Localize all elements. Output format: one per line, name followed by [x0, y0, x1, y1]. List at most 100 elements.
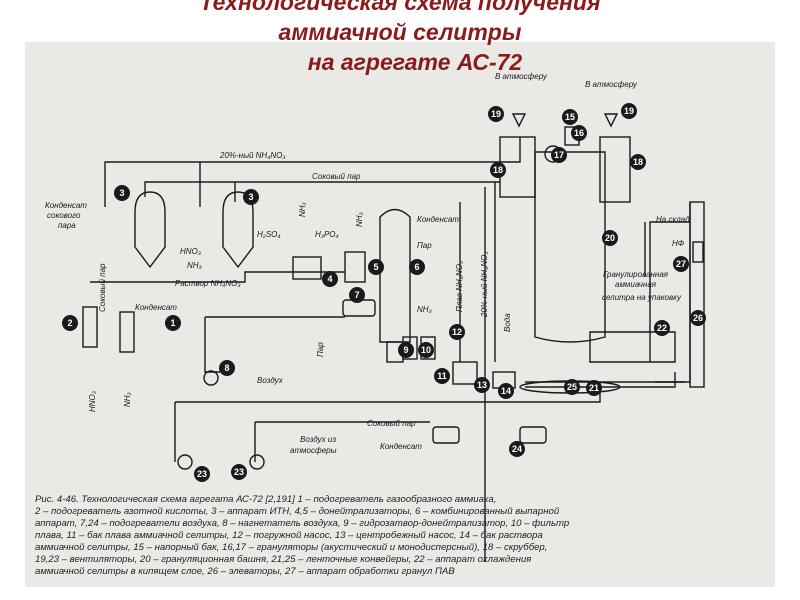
fan-23b	[249, 454, 265, 470]
badge-number: 23	[197, 469, 207, 479]
badge-number: 17	[554, 150, 564, 160]
badge-number: 2	[67, 318, 72, 328]
label-condensate-low: Конденсат	[380, 442, 422, 451]
badge-number: 18	[633, 157, 643, 167]
badge-3a	[114, 185, 130, 201]
label-nf: НФ	[672, 239, 685, 248]
equipment	[82, 113, 705, 470]
label-granulated-1: Гранулированная	[603, 270, 669, 279]
badge-11	[434, 368, 450, 384]
label-to-storage: На склад	[656, 215, 690, 224]
label-solution: Раствор NH₄NO₃	[175, 279, 241, 288]
process-diagram-panel: 1 2 3 3 4 5 6 7 8 9 10 11 12 13 14 15 16…	[25, 42, 775, 587]
itn-apparatus-3a	[134, 191, 166, 269]
badge-number: 14	[501, 386, 511, 396]
badge-number: 22	[657, 323, 667, 333]
equipment-badges	[62, 103, 706, 482]
caption-line-4: плава, 11 – бак плава аммиачной селитры,…	[35, 530, 543, 541]
label-nh3: NH₃	[187, 261, 202, 270]
label-air-from-1: Воздух из	[300, 435, 336, 444]
caption-line-7: аммиачной селитры в кипящем слое, 26 – э…	[35, 566, 455, 577]
label-nitrate-20-vert: 20%-ный NH₄NO₃	[480, 251, 489, 318]
badge-26	[690, 310, 706, 326]
badge-25	[564, 379, 580, 395]
label-air: Воздух	[257, 376, 284, 385]
badge-20	[602, 230, 618, 246]
label-juice-steam: Соковый пар	[312, 172, 361, 181]
label-h2so4: H₂SO₄	[257, 230, 281, 239]
badge-number: 19	[624, 106, 634, 116]
label-condensate-juice-3: пара	[58, 221, 76, 230]
badge-number: 13	[477, 380, 487, 390]
label-air-from-2: атмосферы	[290, 446, 337, 455]
caption-line-2: 2 – подогреватель азотной кислоты, 3 – а…	[34, 506, 560, 517]
badge-number: 25	[567, 382, 577, 392]
badge-14	[498, 383, 514, 399]
title-line-2: аммиачной селитры	[278, 19, 522, 45]
label-nitrate-20: 20%-ный NH₄NO₃	[219, 151, 286, 160]
badge-number: 27	[676, 259, 686, 269]
badge-19a	[488, 106, 504, 122]
caption-line-6: 19,23 – вентиляторы, 20 – грануляционная…	[35, 554, 531, 565]
label-granulated-2: аммиачная	[615, 280, 657, 289]
label-hno3: HNO₃	[180, 247, 201, 256]
badge-number: 8	[224, 363, 229, 373]
badge-number: 20	[605, 233, 615, 243]
label-nh3-bottom: NH₃	[123, 392, 132, 407]
air-blower-8	[203, 370, 219, 386]
fan-19b	[603, 113, 619, 128]
label-condensate-mid: Конденсат	[417, 215, 459, 224]
badge-2	[62, 315, 78, 331]
label-to-atmosphere-2: В атмосферу	[585, 80, 638, 89]
caption-line-3: аппарат, 7,24 – подогреватели воздуха, 8…	[35, 518, 570, 529]
badge-5	[368, 259, 384, 275]
label-nh3-mid: NH₃	[417, 305, 432, 314]
badge-12	[449, 324, 465, 340]
badge-18a	[490, 162, 506, 178]
badge-number: 3	[248, 192, 253, 202]
badge-3b	[243, 189, 259, 205]
scrubber-18b	[599, 136, 631, 203]
badge-number: 9	[403, 345, 408, 355]
badge-23a	[194, 466, 210, 482]
label-steam-2: Пар	[316, 342, 325, 357]
label-nh3-top: NH₃	[298, 202, 307, 217]
label-to-atmosphere-1: В атмосферу	[495, 72, 548, 81]
badge-23b	[231, 464, 247, 480]
title-line-1: Технологическая схема получения	[199, 0, 601, 15]
fan-19a	[511, 113, 527, 128]
label-hno3-bottom: HNO₃	[88, 391, 97, 412]
badge-9	[398, 342, 414, 358]
label-water: Вода	[503, 313, 512, 332]
badge-number: 21	[589, 383, 599, 393]
badge-10	[418, 342, 434, 358]
air-heater-24a	[432, 426, 460, 444]
title-line-3: на агрегате АС-72	[307, 49, 523, 75]
badge-4	[322, 271, 338, 287]
evaporator-6	[379, 208, 411, 343]
badge-8	[219, 360, 235, 376]
badge-number: 3	[119, 188, 124, 198]
badge-16	[571, 125, 587, 141]
badge-number: 15	[565, 112, 575, 122]
badge-7	[349, 287, 365, 303]
label-granulated-3: селитра на упаковку	[602, 293, 682, 302]
badge-15	[562, 109, 578, 125]
badge-number: 12	[452, 327, 462, 337]
fluid-bed-cooler-22	[589, 331, 676, 363]
badge-number: 23	[234, 467, 244, 477]
badge-number: 19	[491, 109, 501, 119]
badge-19b	[621, 103, 637, 119]
badge-18b	[630, 154, 646, 170]
surfactant-apparatus-27	[692, 241, 704, 263]
badge-number: 26	[693, 313, 703, 323]
badge-number: 24	[512, 444, 522, 454]
label-nh3-top-2: NH₃	[355, 212, 364, 227]
label-condensate-left: Конденсат	[135, 303, 177, 312]
figure-caption: Рис. 4-46. Технологическая схема агрегат…	[34, 494, 570, 577]
badge-6	[409, 259, 425, 275]
badge-13	[474, 377, 490, 393]
badge-number: 6	[414, 262, 419, 272]
label-juice-steam-vert: Соковый пар	[98, 263, 107, 312]
badge-number: 16	[574, 128, 584, 138]
